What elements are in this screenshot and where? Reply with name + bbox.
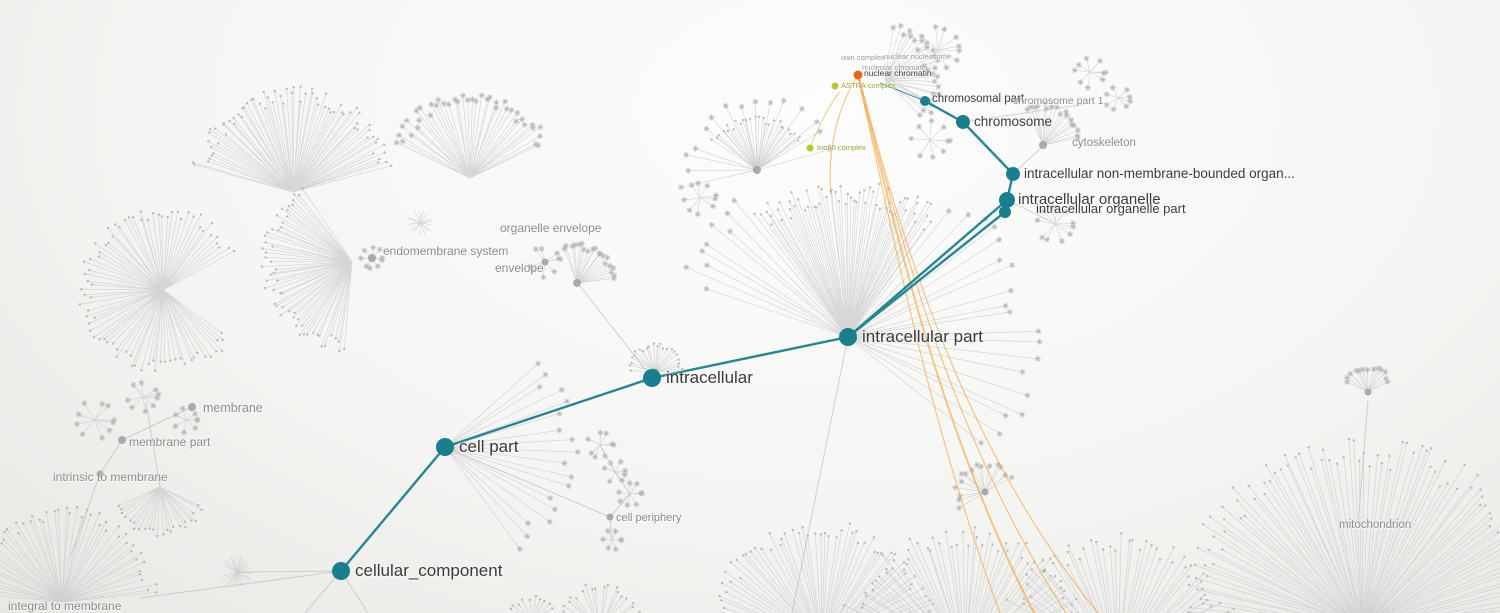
cluster-label[interactable]: organelle envelope: [500, 221, 602, 235]
node-label-intracellular-organelle-part[interactable]: intracellular organelle part: [1036, 201, 1186, 216]
cluster-label[interactable]: membrane part: [129, 435, 211, 449]
cluster: [914, 23, 963, 74]
node-intracellular[interactable]: [643, 369, 661, 387]
gray-node[interactable]: [541, 258, 549, 266]
cluster: [1034, 204, 1077, 245]
cluster: [561, 240, 618, 284]
cluster: [678, 97, 833, 191]
cluster: [562, 583, 643, 613]
cluster-label[interactable]: envelope: [495, 261, 544, 275]
cluster-label[interactable]: intrinsic to membrane: [53, 470, 168, 484]
gray-node[interactable]: [96, 470, 104, 478]
cluster: [1103, 84, 1134, 113]
node-special-0[interactable]: [853, 70, 863, 80]
selected-path-edge-thin: [879, 82, 926, 102]
cluster-label[interactable]: membrane: [203, 401, 263, 415]
cluster: [710, 115, 801, 171]
cluster: [616, 480, 645, 509]
cluster: [681, 180, 720, 218]
tiny-label[interactable]: own complex: [841, 53, 885, 62]
cluster: [952, 461, 1015, 511]
node-label-intracellular-part[interactable]: intracellular part: [862, 327, 983, 346]
gray-node[interactable]: [753, 166, 761, 174]
tiny-label[interactable]: nucleolar chromatin: [862, 63, 928, 72]
cluster: [1187, 437, 1500, 613]
cluster: [357, 244, 386, 272]
cluster: [526, 245, 564, 281]
node-label-intracellular[interactable]: intracellular: [666, 368, 753, 387]
node-chromosomal-part[interactable]: [920, 96, 930, 106]
gray-edges: [69, 83, 1369, 613]
node-label-intracellular-organelle[interactable]: intracellular organelle: [1018, 191, 1161, 208]
cluster: [78, 210, 236, 372]
cluster: [191, 85, 393, 193]
cluster: [1343, 365, 1391, 393]
cluster-label[interactable]: cell periphery: [616, 512, 682, 524]
node-label-chromosomal-part[interactable]: chromosomal part: [932, 93, 1025, 105]
cluster: [444, 360, 581, 552]
cluster-label[interactable]: chromosome part 1: [1013, 95, 1104, 107]
cluster-label[interactable]: endomembrane system: [383, 244, 509, 258]
cluster: [1071, 55, 1109, 91]
node-intracellular-organelle-part[interactable]: [999, 206, 1011, 218]
cluster: [718, 522, 940, 613]
cluster: [908, 117, 954, 161]
highlight-edges-orange: [809, 75, 1099, 613]
cluster: [117, 486, 203, 538]
node-intracellular-non-membrane-bounded-organelle[interactable]: [1006, 167, 1020, 181]
cluster: [509, 594, 554, 613]
special-node-label[interactable]: nuclear chromatin: [864, 68, 932, 78]
special-node-label[interactable]: ASTRA complex: [841, 81, 896, 90]
gray-node[interactable]: [573, 279, 581, 287]
cluster-label[interactable]: integral to membrane: [8, 599, 122, 613]
node-intracellular-part[interactable]: [839, 328, 857, 346]
fan-clusters: [0, 22, 1500, 613]
cluster: [73, 400, 118, 441]
path-nodes: [332, 70, 1020, 580]
tiny-label[interactable]: nuclear nucleosome: [884, 52, 952, 61]
node-label-intracellular-non-membrane-bounded-organelle[interactable]: intracellular non-membrane-bounded organ…: [1024, 166, 1295, 181]
node-label-chromosome[interactable]: chromosome: [974, 114, 1053, 129]
gray-node[interactable]: [368, 254, 376, 262]
cluster: [0, 506, 158, 603]
gray-node[interactable]: [606, 513, 614, 521]
node-cellular-component[interactable]: [332, 562, 350, 580]
node-intracellular-organelle[interactable]: [999, 192, 1015, 208]
cluster-label[interactable]: cytoskeleton: [1072, 137, 1136, 149]
cluster: [600, 527, 625, 553]
cluster: [220, 555, 254, 589]
cluster: [124, 379, 162, 415]
selected-path-edges: [339, 99, 1015, 573]
node-label-cell-part[interactable]: cell part: [459, 437, 519, 456]
cluster: [260, 187, 353, 352]
gray-node[interactable]: [1039, 141, 1047, 149]
node-cell-part[interactable]: [436, 438, 454, 456]
cluster: [393, 92, 544, 179]
gray-node[interactable]: [981, 488, 989, 496]
cluster: [407, 209, 433, 236]
special-node-label[interactable]: Ino80 complex: [817, 143, 866, 152]
cluster: [683, 197, 849, 338]
cluster-label[interactable]: mitochondrion: [1339, 519, 1412, 531]
gray-node[interactable]: [1364, 388, 1372, 396]
node-special-1[interactable]: [831, 82, 839, 90]
cluster: [884, 22, 943, 119]
gray-node[interactable]: [118, 436, 126, 444]
gray-node[interactable]: [188, 403, 196, 411]
node-special-2[interactable]: [806, 144, 814, 152]
node-label-cellular-component[interactable]: cellular_component: [355, 561, 503, 580]
cluster: [585, 429, 617, 460]
node-chromosome[interactable]: [956, 115, 970, 129]
cluster: [1024, 100, 1081, 146]
